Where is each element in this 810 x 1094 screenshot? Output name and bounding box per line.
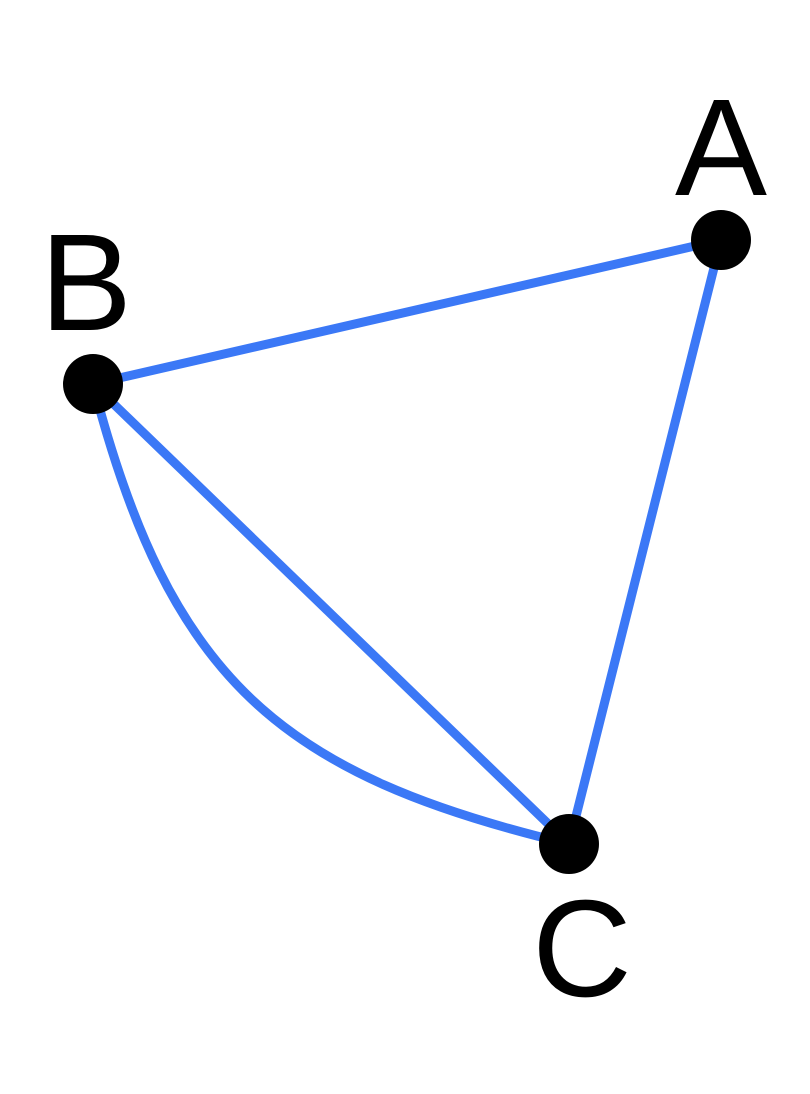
edge-b-c-straight (88, 379, 574, 849)
node-b: B (40, 206, 132, 414)
node-c-label: C (532, 872, 632, 1026)
node-a: A (675, 71, 767, 270)
edges-layer (88, 235, 726, 849)
node-a-label: A (675, 71, 767, 225)
edge-a-c (564, 235, 726, 849)
node-a-dot (691, 210, 751, 270)
node-c-dot (539, 814, 599, 874)
edge-b-c-curved (88, 379, 574, 849)
node-b-dot (63, 354, 123, 414)
edge-b-a (88, 235, 726, 389)
node-b-label: B (40, 206, 132, 360)
node-c: C (532, 814, 632, 1026)
nodes-layer: A B C (40, 71, 767, 1026)
